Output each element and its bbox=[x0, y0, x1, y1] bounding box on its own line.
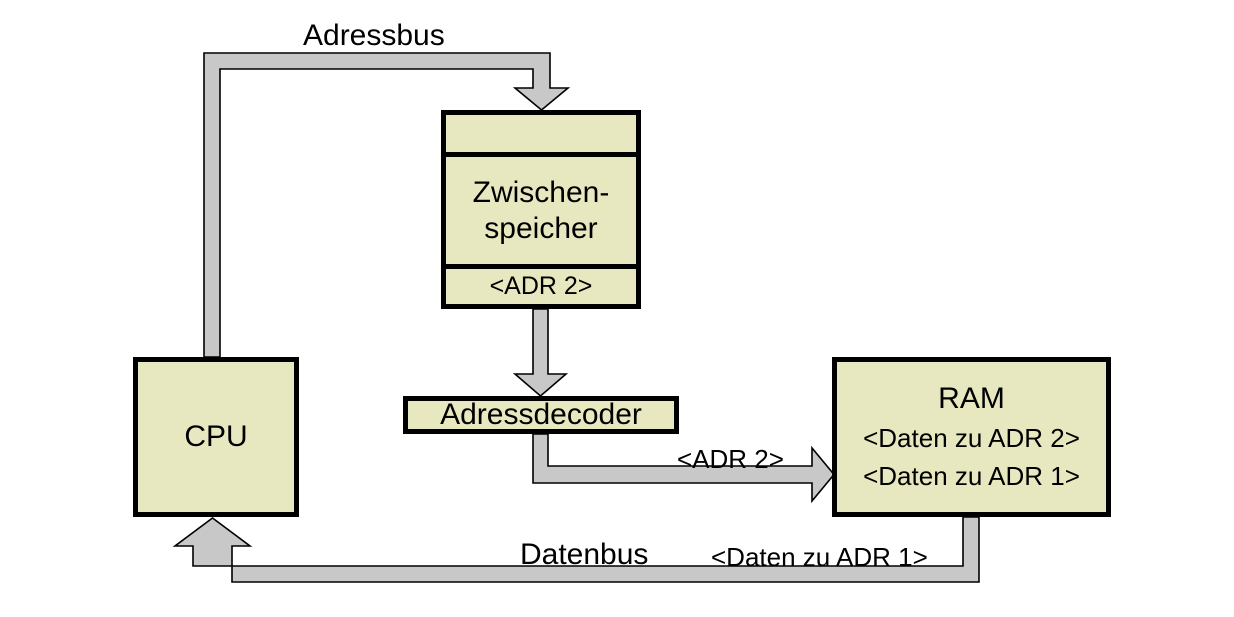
buffer-name-section: Zwischen- speicher bbox=[446, 157, 636, 269]
data-bus-value-label: <Daten zu ADR 1> bbox=[711, 542, 928, 572]
node-cpu[interactable]: CPU bbox=[133, 357, 299, 517]
buffer-name-line2: speicher bbox=[484, 211, 598, 245]
node-zwischenspeicher[interactable]: Zwischen- speicher <ADR 2> bbox=[441, 110, 641, 309]
node-adressdecoder[interactable]: Adressdecoder bbox=[403, 396, 679, 434]
node-ram-data-line-2: <Daten zu ADR 1> bbox=[863, 461, 1080, 491]
data-bus-connector bbox=[172, 516, 980, 583]
address-bus-label: Adressbus bbox=[303, 19, 445, 52]
buffer-top-section bbox=[446, 115, 636, 157]
decoder-to-ram-label: <ADR 2> bbox=[677, 444, 784, 474]
buffer-name-line1: Zwischen- bbox=[472, 175, 610, 209]
buffer-to-decoder-connector bbox=[512, 308, 569, 398]
node-adressdecoder-label: Adressdecoder bbox=[440, 398, 642, 431]
decoder-to-ram-connector bbox=[532, 433, 836, 504]
node-ram[interactable]: RAM <Daten zu ADR 2> <Daten zu ADR 1> bbox=[832, 357, 1111, 517]
data-bus-label: Datenbus bbox=[520, 538, 649, 571]
node-ram-title: RAM bbox=[938, 382, 1005, 415]
node-ram-data-line-1: <Daten zu ADR 2> bbox=[863, 423, 1080, 453]
node-cpu-label: CPU bbox=[184, 420, 248, 453]
buffer-value-section: <ADR 2> bbox=[489, 272, 593, 300]
address-bus-connector bbox=[203, 52, 571, 358]
